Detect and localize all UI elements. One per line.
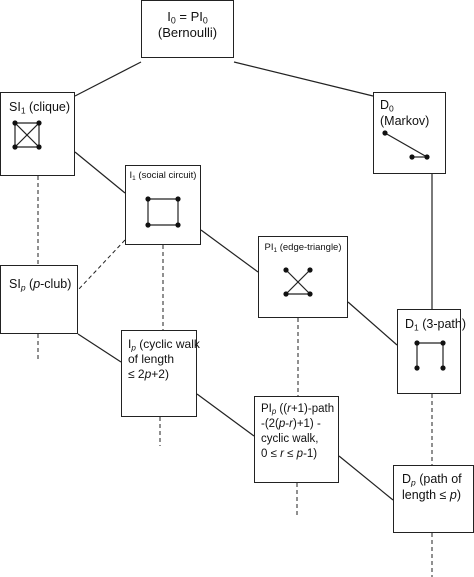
node-path-cyclic-walk-line4: 0 ≤ r ≤ p-1) <box>261 447 338 462</box>
edge-ip-pip <box>196 393 255 437</box>
node-cyclic-walk-bound-prefix: ≤ 2 <box>128 367 145 381</box>
node-p-club-label: SIp (p-club) <box>9 277 77 293</box>
node-path-cyclic-walk-range-end: -1) <box>303 448 318 460</box>
node-path-cyclic-walk-line2: -(2(p-r)+1) - <box>261 417 338 432</box>
node-path-cyclic-walk-range-leq: ≤ <box>283 448 297 460</box>
node-path-cyclic-walk-line3: cyclic walk, <box>261 433 319 445</box>
node-edge-triangle-name: (edge-triangle) <box>277 242 342 253</box>
edge-sip-ip <box>77 333 122 363</box>
node-path-cyclic-walk-expr-close: )+1) - <box>292 418 321 430</box>
edge-i0-d0 <box>233 61 374 97</box>
node-path-of-length-line2: length ≤ p) <box>402 487 473 503</box>
node-path-of-length: Dp (path of length ≤ p) <box>393 465 474 533</box>
node-bernoulli: I0 = PI0 (Bernoulli) <box>141 0 234 58</box>
node-markov: D0 (Markov) <box>373 92 446 174</box>
node-three-path-symbol: D <box>405 317 415 331</box>
node-edge-triangle-symbol: PI <box>264 242 274 253</box>
edge-si1-i1 <box>74 151 126 194</box>
node-cyclic-walk-line1: Ip (cyclic walk <box>128 337 200 353</box>
complete-graph-k4-icon <box>12 120 42 150</box>
node-cyclic-walk-bound-suffix: +2) <box>151 367 169 381</box>
node-cyclic-walk-line2: of length <box>128 352 175 366</box>
dashed-edge-i1-sip <box>77 239 126 291</box>
node-path-of-length-bound-suffix: ) <box>456 488 461 502</box>
node-path-cyclic-walk-expr-minus: - <box>285 418 290 430</box>
node-path-of-length-bound-prefix: length ≤ <box>402 488 450 502</box>
node-path-of-length-bound-variable: p <box>449 488 457 502</box>
node-three-path-subscript: 1 <box>414 322 419 333</box>
node-path-cyclic-walk-symbol: PI <box>261 403 272 415</box>
node-path-cyclic-walk: PIp ((r+1)-path -(2(p-r)+1) - cyclic wal… <box>254 396 339 483</box>
node-bernoulli-subscript-i: 0 <box>170 15 176 26</box>
edge-pip-dp <box>338 455 394 501</box>
edge-triangle-icon <box>283 267 313 297</box>
node-edge-triangle-label: PI1 (edge-triangle) <box>259 242 347 254</box>
node-bernoulli-name: (Bernoulli) <box>157 25 218 40</box>
node-path-of-length-line1: Dp (path of <box>402 471 473 487</box>
node-bernoulli-subscript-pi: 0 <box>202 15 208 26</box>
node-markov-symbol: D <box>380 98 390 112</box>
node-cyclic-walk: Ip (cyclic walk of length ≤ 2p+2) <box>121 330 200 417</box>
node-cyclic-walk-symbol: I <box>128 337 132 351</box>
node-path-cyclic-walk-expr-var-r: r <box>289 418 293 430</box>
node-p-club-symbol: SI <box>9 277 21 291</box>
edge-pi1-d1 <box>347 301 398 346</box>
node-p-club-variable: p <box>33 277 41 291</box>
node-path-cyclic-walk-var-r: r <box>287 403 291 415</box>
node-clique: SI1 (clique) <box>0 92 75 176</box>
node-p-club-name: -club) <box>40 277 72 291</box>
node-path-of-length-symbol: D <box>402 472 412 486</box>
four-cycle-icon <box>145 196 181 228</box>
node-p-club-subscript: p <box>20 282 26 293</box>
node-bernoulli-title: I0 = PI0 <box>142 9 233 25</box>
node-path-cyclic-walk-expr-open: -(2( <box>261 418 279 430</box>
node-p-club: SIp (p-club) <box>0 265 78 334</box>
node-cyclic-walk-subscript: p <box>131 343 136 353</box>
node-social-circuit-label: I1 (social circuit) <box>126 170 200 182</box>
node-social-circuit-symbol: I <box>129 170 133 181</box>
node-path-cyclic-walk-subscript: p <box>271 407 277 417</box>
node-p-club-paren: ( <box>25 277 34 291</box>
node-markov-name: (Markov) <box>380 114 430 128</box>
node-path-cyclic-walk-range-start: 0 ≤ <box>261 448 281 460</box>
node-path-cyclic-walk-path-text: +1)-path <box>290 403 335 415</box>
node-path-of-length-subscript: p <box>411 477 416 488</box>
node-path-cyclic-walk-line1: PIp ((r+1)-path <box>261 402 338 417</box>
node-social-circuit: I1 (social circuit) <box>125 165 201 245</box>
node-path-cyclic-walk-open: (( <box>276 403 288 415</box>
edge-i0-si1 <box>74 61 142 97</box>
node-bernoulli-symbol-pi: = PI <box>175 9 203 24</box>
node-three-path-label: D1 (3-path) <box>405 317 466 333</box>
node-markov-subscript: 0 <box>389 103 394 114</box>
node-social-circuit-name: (social circuit) <box>135 170 197 181</box>
node-bernoulli-symbol-i: I <box>167 9 171 24</box>
node-cyclic-walk-name: (cyclic walk <box>135 337 200 351</box>
node-clique-subscript: 1 <box>20 105 26 116</box>
node-path-cyclic-walk-range-var-p: p <box>296 448 304 460</box>
node-clique-symbol: SI <box>9 100 21 114</box>
two-star-icon <box>382 130 430 160</box>
node-three-path-name: (3-path) <box>418 317 467 331</box>
node-clique-name: (clique) <box>25 100 71 114</box>
edge-i1-pi1 <box>200 229 259 273</box>
node-social-circuit-subscript: 1 <box>132 174 136 182</box>
node-edge-triangle: PI1 (edge-triangle) <box>258 236 348 318</box>
node-path-cyclic-walk-range-var-r: r <box>280 448 284 460</box>
node-clique-label: SI1 (clique) <box>9 100 74 116</box>
node-edge-triangle-subscript: 1 <box>273 246 278 254</box>
node-three-path: D1 (3-path) <box>397 309 466 394</box>
three-path-icon <box>414 340 446 371</box>
node-cyclic-walk-bound-variable: p <box>144 367 152 381</box>
node-path-of-length-name: (path of <box>415 472 462 486</box>
node-cyclic-walk-line3: ≤ 2p+2) <box>128 367 196 382</box>
node-path-cyclic-walk-expr-var-p: p <box>278 418 286 430</box>
node-markov-symbol-line: D0 <box>380 97 445 113</box>
